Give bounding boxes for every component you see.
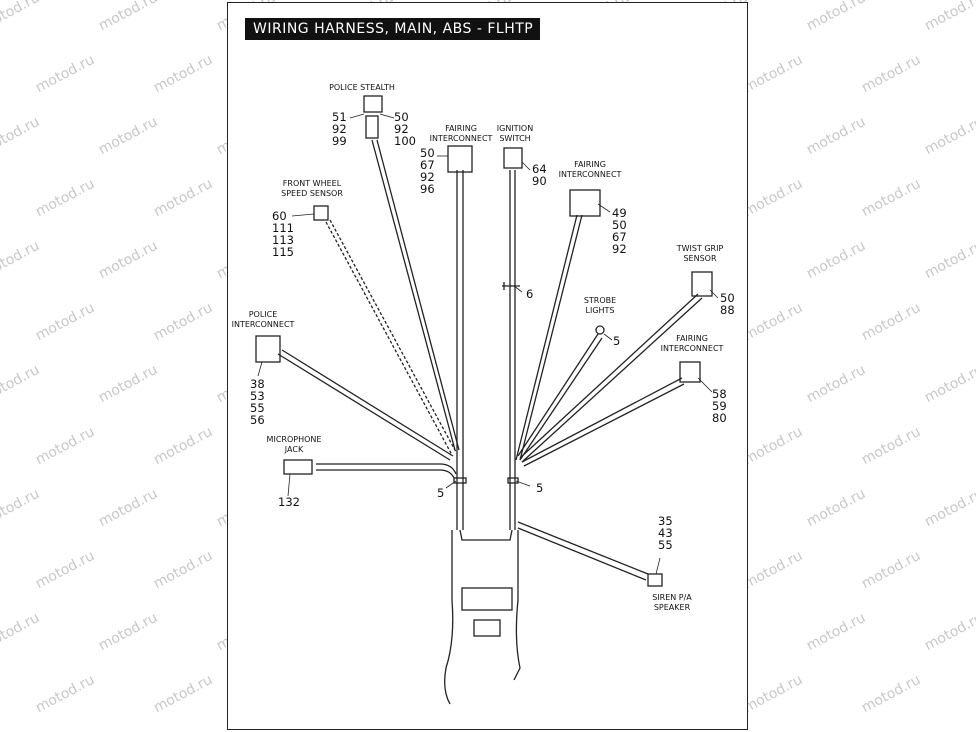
callout-clip-right: 5	[536, 481, 544, 495]
trunk-label-box	[461, 587, 513, 611]
connector-police-stealth	[363, 95, 383, 113]
connector-fairing-interconnect-3	[679, 361, 701, 383]
connector-ignition-switch	[503, 147, 523, 169]
leader-mic	[287, 473, 291, 497]
wire-fairing-interconnect-2	[515, 214, 583, 461]
connector-police-stealth-lower	[365, 115, 379, 139]
connector-twist-grip	[691, 271, 713, 297]
connector-front-wheel-speed	[313, 205, 329, 221]
connector-strobe	[595, 325, 605, 335]
leader-ign	[521, 161, 531, 171]
leader-clip-right	[515, 480, 531, 487]
leader-fi3	[697, 377, 713, 393]
trunk-connector-box	[473, 619, 501, 637]
clip-left-band	[453, 477, 467, 484]
connector-fairing-interconnect-2	[569, 189, 601, 217]
leader-fi2	[597, 203, 611, 213]
leader-police-stealth-left	[349, 113, 365, 119]
callout-tie-wrap: 6	[526, 287, 534, 301]
connector-microphone	[283, 459, 313, 475]
leader-tie	[513, 285, 523, 293]
wire-microphone	[316, 463, 457, 479]
wire-police-interconnect	[277, 349, 454, 461]
connector-fairing-interconnect-1	[447, 145, 473, 173]
branch-ignition-switch	[509, 170, 516, 530]
leader-twist	[709, 289, 719, 299]
wire-strobe	[517, 333, 603, 461]
leader-pi	[257, 361, 263, 377]
wire-twist-grip	[519, 293, 703, 463]
wire-front-wheel-speed	[325, 219, 457, 456]
connector-siren	[647, 573, 663, 587]
trunk-outline	[459, 529, 513, 541]
diagram-title: WIRING HARNESS, MAIN, ABS - FLHTP	[245, 18, 540, 40]
connector-police-interconnect	[255, 335, 281, 363]
label-police-stealth: POLICE STEALTH	[329, 83, 395, 92]
clip-right-band	[507, 477, 519, 484]
leader-clip-left	[445, 480, 457, 489]
leader-fws	[291, 213, 315, 217]
leader-police-stealth-right	[379, 113, 395, 119]
harness-trunk	[444, 530, 521, 705]
callout-clip-left: 5	[437, 486, 445, 500]
callout-microphone-jack: 132	[278, 495, 300, 509]
leader-strobe	[603, 333, 613, 341]
wire-police-stealth	[371, 139, 460, 451]
diagram-sheet	[227, 2, 748, 730]
wire-fairing-interconnect-3	[521, 377, 685, 467]
callout-strobe-lights: 5	[613, 334, 621, 348]
tie-wrap	[502, 282, 520, 290]
leader-siren	[655, 557, 661, 575]
branch-fairing-interconnect-1	[456, 170, 464, 530]
wire-siren	[517, 521, 649, 581]
